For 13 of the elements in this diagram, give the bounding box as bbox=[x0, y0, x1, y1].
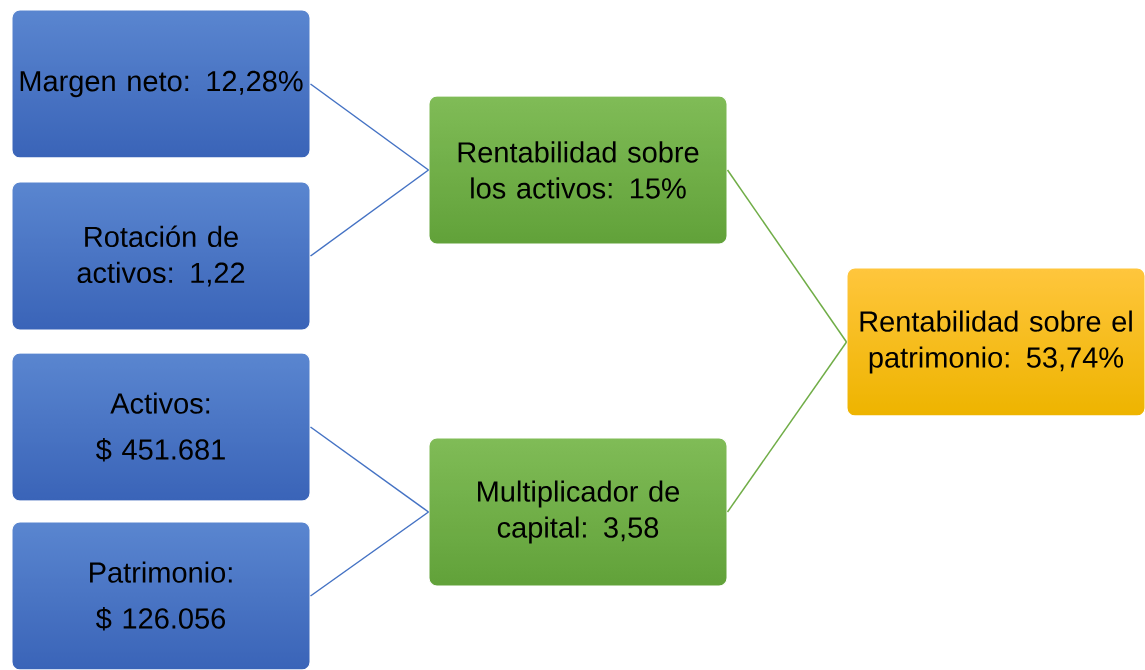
connector-line bbox=[309, 511, 430, 597]
ratio-box: Rentabilidad sobre los activos: 15% bbox=[428, 95, 728, 245]
metric-box: Margen neto: 12,28% bbox=[11, 9, 311, 159]
result-box: Rentabilidad sobre el patrimonio: 53,74% bbox=[846, 267, 1145, 417]
connector-line bbox=[309, 426, 430, 513]
metric-box: Rotación de activos: 1,22 bbox=[11, 181, 311, 331]
metric-box: Activos: $ 451.681 bbox=[11, 352, 311, 502]
connector-line bbox=[309, 169, 430, 257]
connector-line bbox=[309, 83, 430, 171]
connector-line bbox=[726, 341, 848, 513]
ratio-box: Multiplicador de capital: 3,58 bbox=[428, 437, 728, 587]
connector-line bbox=[726, 169, 848, 343]
metric-box: Patrimonio: $ 126.056 bbox=[11, 521, 311, 670]
